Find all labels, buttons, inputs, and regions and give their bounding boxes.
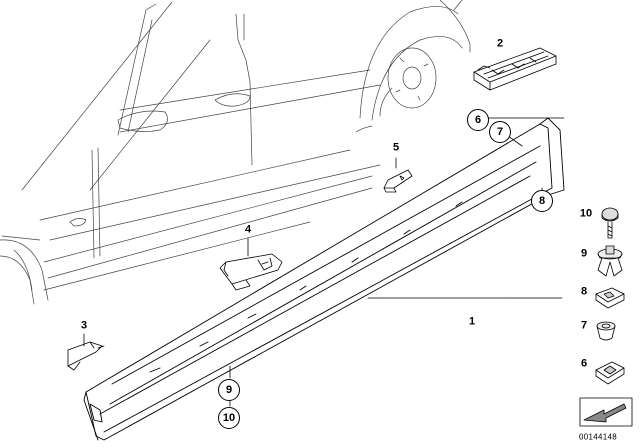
bracket-part-5 [383,169,413,193]
legend-label-7: 7 [580,319,588,332]
part-label-4: 4 [244,223,252,236]
direction-arrow-icon [579,397,633,427]
fastener-clipnut-icon [595,287,625,309]
legend-label-9: 9 [580,247,588,260]
document-id: 00144148 [579,432,617,442]
part-label-9: 9 [218,379,240,401]
fastener-grommet-icon [596,321,616,341]
bracket-part-4 [219,253,283,291]
bracket-part-2 [473,47,557,91]
fastener-screw-icon [601,207,619,239]
leader-lines [83,117,565,407]
side-skirt [83,117,565,441]
fastener-clip-icon [595,361,625,385]
part-label-3: 3 [80,319,88,332]
bracket-part-3 [67,341,105,371]
part-label-10: 10 [218,407,240,429]
part-label-2: 2 [496,37,504,50]
legend-label-6: 6 [580,357,588,370]
part-label-6: 6 [467,109,489,131]
part-label-5: 5 [392,141,400,154]
legend-label-10: 10 [579,207,593,220]
part-label-8: 8 [531,190,553,212]
fastener-rivet-icon [597,245,623,277]
part-label-1: 1 [468,315,476,328]
legend-label-8: 8 [580,285,588,298]
car-body-outline [0,0,471,305]
part-label-7: 7 [489,121,511,143]
